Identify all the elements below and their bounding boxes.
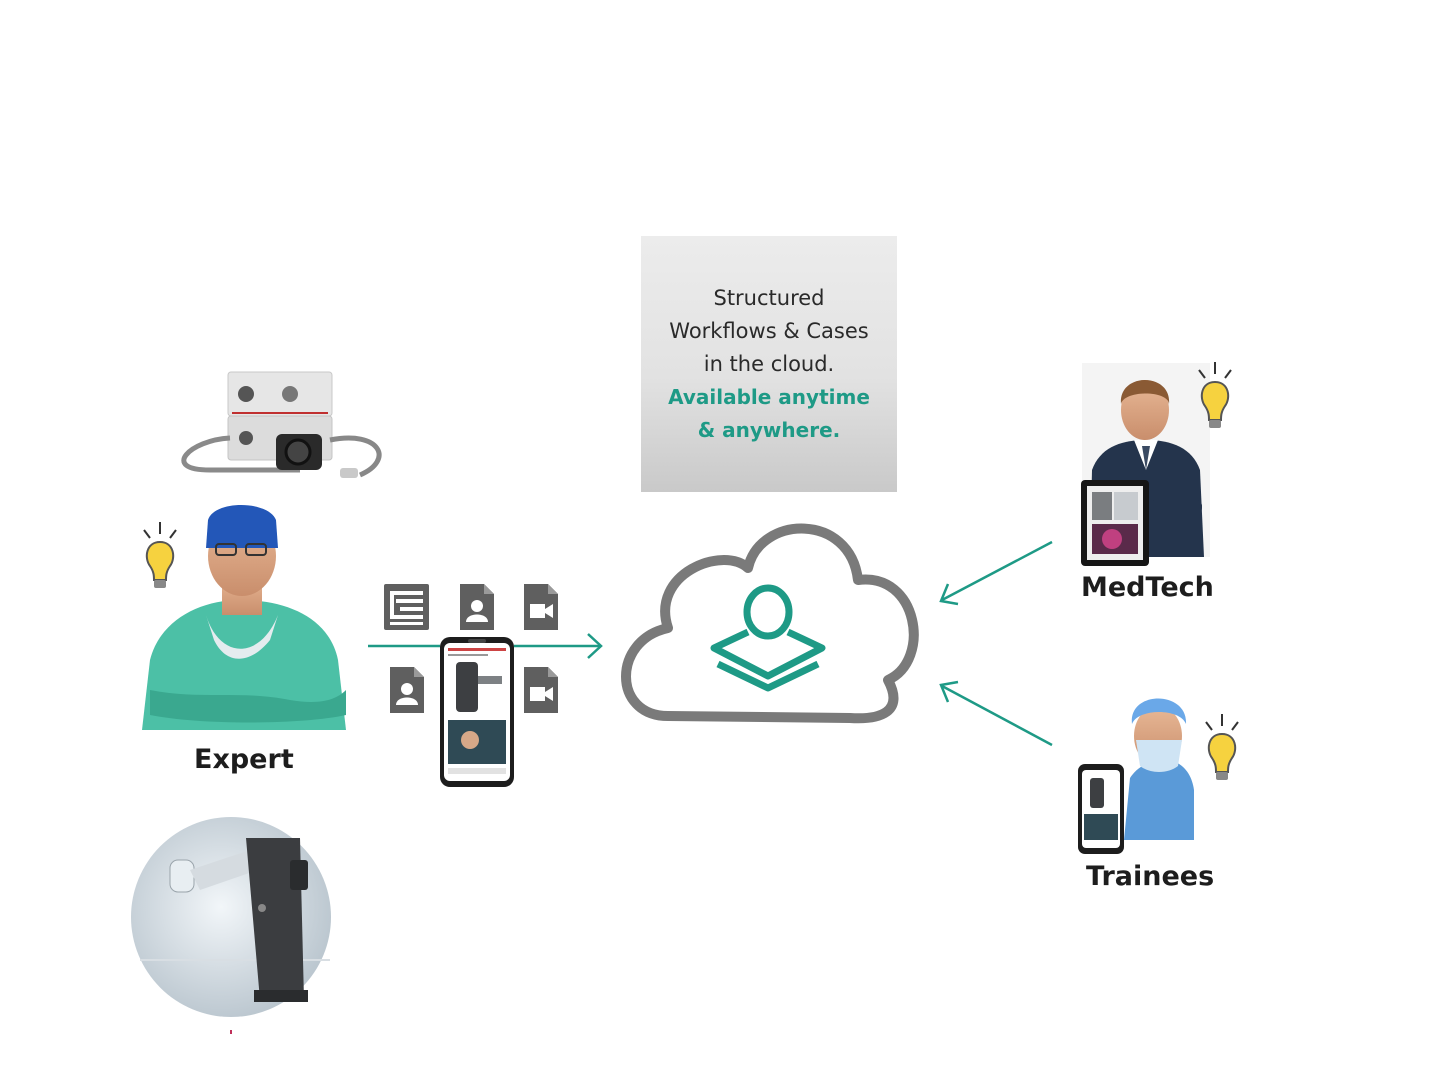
person-document-icon bbox=[390, 667, 424, 713]
expert-label: Expert bbox=[194, 744, 294, 775]
tablet-icon bbox=[1081, 480, 1149, 566]
lightbulb-icon bbox=[144, 522, 176, 588]
video-document-icon bbox=[524, 667, 558, 713]
trainees-label: Trainees bbox=[1086, 861, 1214, 892]
video-document-icon bbox=[524, 584, 558, 630]
arrow-right-icon bbox=[514, 634, 601, 658]
workflow-document-icon bbox=[384, 584, 429, 630]
trainee-photo bbox=[1124, 699, 1194, 841]
expert-photo bbox=[142, 505, 346, 730]
arrow-left-icon bbox=[941, 542, 1052, 604]
smartphone-icon bbox=[1078, 764, 1124, 854]
smartphone-icon bbox=[440, 637, 514, 787]
endoscope-equipment-image bbox=[184, 372, 379, 478]
arrow-left-icon bbox=[941, 682, 1052, 745]
lightbulb-icon bbox=[1206, 714, 1238, 780]
medtech-label: MedTech bbox=[1081, 572, 1214, 603]
robotic-arm-image bbox=[131, 817, 331, 1017]
person-document-icon bbox=[460, 584, 494, 630]
